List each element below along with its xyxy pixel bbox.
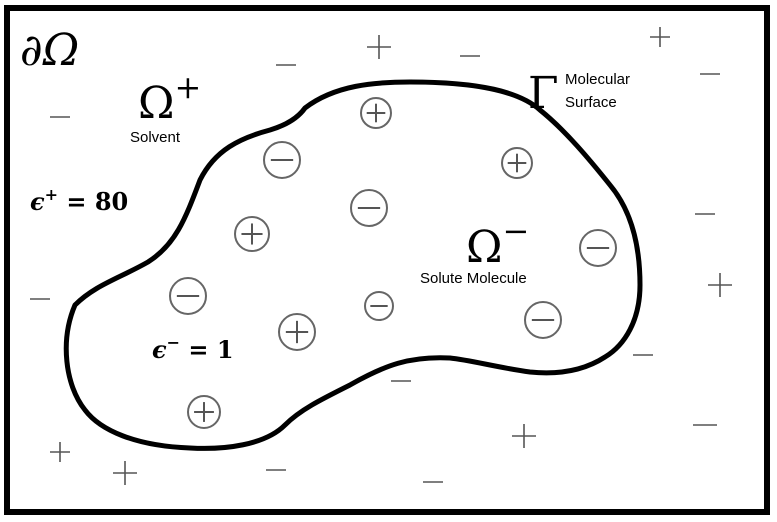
negative-ion-icon	[524, 301, 562, 339]
positive-ion-icon	[187, 395, 221, 429]
plus-charge-icon	[113, 461, 137, 485]
positive-ion-icon	[278, 313, 316, 351]
molecular-label: Molecular	[565, 71, 630, 88]
plus-charge-icon	[650, 27, 670, 47]
omega-plus-label: Ω+	[138, 68, 201, 129]
omega-minus-label: Ω−	[466, 212, 529, 273]
solvent-label: Solvent	[130, 129, 181, 146]
negative-ion-icon	[263, 141, 301, 179]
positive-ion-icon	[501, 147, 533, 179]
plus-charge-icon	[708, 273, 732, 297]
epsilon-plus-label: ϵ+ = 80	[30, 185, 128, 216]
boundary-label: ∂Ω	[20, 25, 79, 76]
negative-ion-icon	[579, 229, 617, 267]
surface-label: Surface	[565, 94, 617, 111]
solvent-charges	[30, 27, 732, 485]
positive-ion-icon	[360, 97, 392, 129]
plus-charge-icon	[367, 35, 391, 59]
molecular-surface	[63, 79, 643, 451]
negative-ion-icon	[364, 291, 394, 321]
omega-plus-superscript: +	[174, 68, 201, 106]
negative-ion-icon	[350, 189, 388, 227]
solute-ions	[169, 97, 617, 429]
omega-minus-superscript: −	[502, 212, 529, 250]
gamma-label: Γ	[528, 68, 559, 119]
outer-boundary	[4, 5, 770, 515]
negative-ion-icon	[169, 277, 207, 315]
solute-molecule-label: Solute Molecule	[420, 270, 527, 287]
plus-charge-icon	[50, 442, 70, 462]
plus-charge-icon	[512, 424, 536, 448]
positive-ion-icon	[234, 216, 270, 252]
epsilon-minus-label: ϵ− = 1	[152, 333, 234, 364]
